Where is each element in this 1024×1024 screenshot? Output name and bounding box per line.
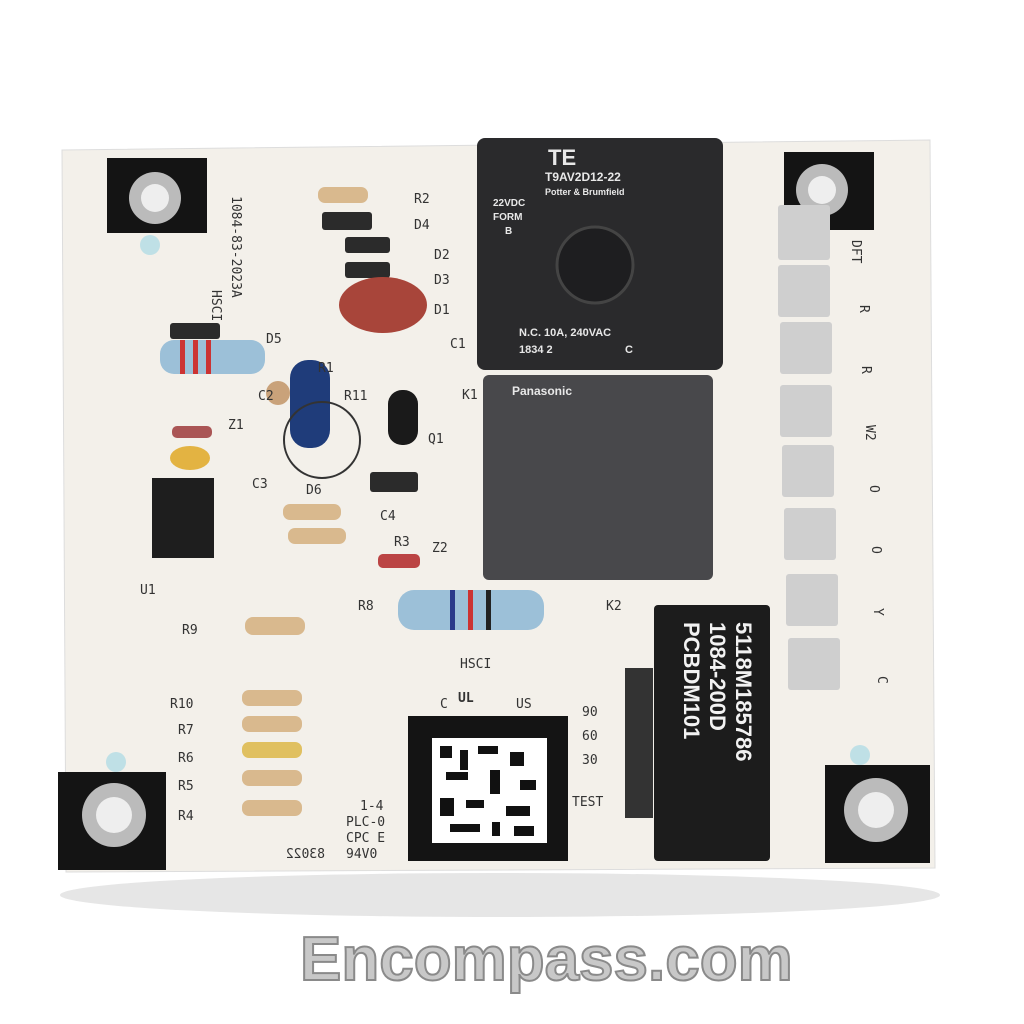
board-info-line: 94V0: [346, 847, 377, 862]
ref-label: Z2: [432, 541, 448, 556]
ref-label: D3: [434, 273, 450, 288]
relay-rating: N.C. 10A, 240VAC: [519, 327, 611, 339]
ref-label: D5: [266, 332, 282, 347]
terminal-label: R: [856, 305, 871, 313]
label-line: 5118M185786: [731, 622, 756, 761]
terminal-label: O: [866, 485, 881, 493]
silk-maker-2: HSCI: [460, 657, 491, 672]
ref-label: D2: [434, 248, 450, 263]
ref-label: C1: [450, 337, 466, 352]
board-info: 1-4 PLC-0 CPC E 94V0 83022: [286, 799, 385, 862]
ref-label: R4: [178, 809, 194, 824]
ref-label: K2: [606, 599, 622, 614]
qr-code-label: [408, 716, 568, 861]
terminal-r: R: [780, 322, 873, 374]
board-info-line: PLC-0: [346, 815, 385, 830]
relay-k1: TE T9AV2D12-22 Potter & Brumfield 22VDC …: [477, 138, 723, 370]
ref-label: Z1: [228, 418, 244, 433]
relay-k2-brand: Panasonic: [512, 384, 572, 398]
terminal-label: C: [874, 676, 889, 684]
terminal-strip: DFT R R W2 O O Y C: [778, 205, 889, 690]
label-line: 1084-200D: [705, 622, 730, 731]
ref-label: R9: [182, 623, 198, 638]
terminal-label: O: [868, 546, 883, 554]
ref-label: R6: [178, 751, 194, 766]
relay-form-type: B: [505, 226, 512, 237]
ref-label: R11: [344, 389, 367, 404]
terminal-r: R: [778, 265, 871, 317]
ref-label: C3: [252, 477, 268, 492]
terminal-c: C: [788, 638, 889, 690]
ref-label: R1: [318, 361, 334, 376]
ref-label: R10: [170, 697, 193, 712]
board-info-line: 1-4: [360, 799, 384, 814]
silk-maker: HSCI: [208, 290, 223, 321]
relay-brand: TE: [548, 145, 576, 170]
relay-coil: 22VDC: [493, 198, 525, 209]
terminal-dft: DFT: [778, 205, 863, 264]
ref-label: Q1: [428, 432, 444, 447]
timer-settings: 90 60 30 TEST: [572, 705, 603, 810]
components: [152, 187, 653, 818]
terminal-label: Y: [870, 608, 885, 616]
relay-model: T9AV2D12-22: [545, 170, 621, 184]
ref-label: D4: [414, 218, 430, 233]
timer-option: TEST: [572, 795, 603, 810]
terminal-label: R: [858, 366, 873, 374]
ref-label: R8: [358, 599, 374, 614]
relay-maker: Potter & Brumfield: [545, 187, 625, 197]
timer-option: 90: [582, 705, 598, 720]
ref-label: D6: [306, 483, 322, 498]
board-shadow: [60, 873, 940, 917]
terminal-label: W2: [862, 425, 877, 441]
ref-label: C2: [258, 389, 274, 404]
relay-form: FORM: [493, 212, 522, 223]
ref-label: R7: [178, 723, 194, 738]
mounting-holes: [58, 152, 930, 870]
ref-label: R2: [414, 192, 430, 207]
terminal-o: O: [782, 445, 881, 497]
ref-label: R3: [394, 535, 410, 550]
terminal-o: O: [784, 508, 883, 560]
silk-part-number: 1084-83-2023A: [228, 196, 243, 298]
ref-label: U1: [140, 583, 156, 598]
relay-k2: Panasonic: [483, 375, 713, 580]
ref-label: C4: [380, 509, 396, 524]
watermark: Encompass.com: [300, 925, 793, 994]
relay-date: 1834 2: [519, 344, 553, 356]
ul-us: US: [516, 697, 532, 712]
board-info-line: CPC E: [346, 831, 385, 846]
label-line: PCBDM101: [679, 622, 704, 739]
relay-mark: C: [625, 344, 633, 356]
terminal-y: Y: [786, 574, 885, 626]
certification-marks: HSCI C UL US: [440, 657, 532, 712]
timer-option: 30: [582, 753, 598, 768]
ul-logo: UL: [458, 691, 474, 706]
ref-label: D1: [434, 303, 450, 318]
part-label: 5118M185786 1084-200D PCBDM101: [654, 605, 770, 861]
terminal-w2: W2: [780, 385, 877, 441]
ref-label: R5: [178, 779, 194, 794]
ul-c: C: [440, 697, 448, 712]
terminal-label: DFT: [848, 240, 863, 264]
timer-option: 60: [582, 729, 598, 744]
date-code: 83022: [286, 847, 325, 862]
reference-designators: R2 D4 D2 D3 D1 C1 D5 R1 C2 R11 Z1 Q1 C3 …: [140, 192, 622, 824]
ref-label: K1: [462, 388, 478, 403]
